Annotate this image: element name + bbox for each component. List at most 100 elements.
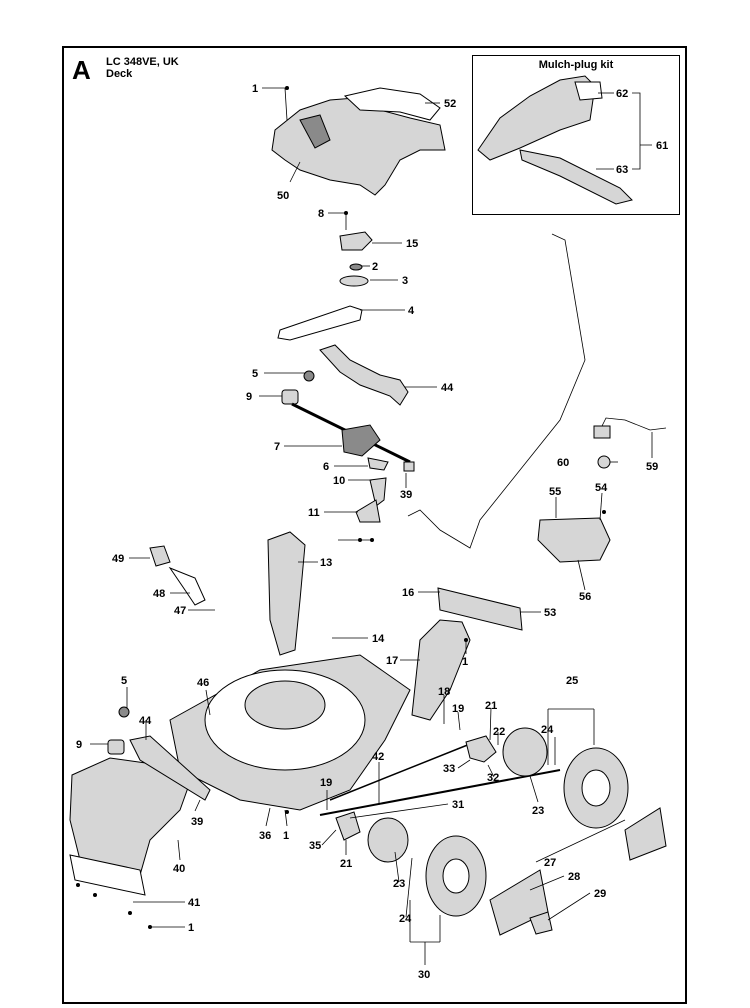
cap-29-part <box>529 911 553 935</box>
callout-label: 56 <box>579 591 591 603</box>
fastener-dots <box>76 86 606 929</box>
bushing-part <box>281 389 299 405</box>
gear-part <box>367 457 389 471</box>
spring-lower-part <box>118 706 130 718</box>
callout-label: 55 <box>549 486 561 498</box>
callout-label: 52 <box>444 98 456 110</box>
callout-label: 5 <box>252 368 258 380</box>
belt-cover-part <box>339 231 373 251</box>
callout-label: 27 <box>544 857 556 869</box>
callout-label: 32 <box>487 772 499 784</box>
callout-label: 41 <box>188 897 200 909</box>
inset-title: Mulch-plug kit <box>538 59 614 71</box>
leader-lines <box>90 87 653 965</box>
callout-label: 39 <box>400 489 412 501</box>
callout-label: 49 <box>112 553 124 565</box>
hub-cap-part <box>624 807 667 861</box>
callout-label: 42 <box>372 751 384 763</box>
callout-label: 28 <box>568 871 580 883</box>
callout-label: 9 <box>246 391 252 403</box>
section-subtitle: Deck <box>106 68 133 80</box>
gear-cover-front-part <box>367 817 409 863</box>
callout-label: 39 <box>191 816 203 828</box>
callout-label: 60 <box>557 457 569 469</box>
callout-label: 21 <box>340 858 352 870</box>
callout-label: 48 <box>153 588 165 600</box>
callout-label: 54 <box>595 482 608 494</box>
callout-label: 59 <box>646 461 658 473</box>
callout-label: 50 <box>277 190 289 202</box>
gear-cover-part <box>502 727 548 777</box>
callout-label: 25 <box>566 675 578 687</box>
callout-label: 1 <box>462 656 468 668</box>
callout-label: 8 <box>318 208 324 220</box>
callout-label: 13 <box>320 557 332 569</box>
bearing-housing-front-part <box>335 811 361 841</box>
rear-axle-bar-part <box>437 587 523 631</box>
mulch-blade-part <box>519 149 633 205</box>
callout-label: 18 <box>438 686 450 698</box>
callout-label: 44 <box>139 715 152 727</box>
model-title: LC 348VE, UK <box>106 56 179 68</box>
callout-label: 36 <box>259 830 271 842</box>
sensor-cable-part <box>599 417 667 431</box>
mulch-plug-part <box>477 75 603 161</box>
right-height-adjuster-part <box>411 619 471 721</box>
lever-part <box>369 477 387 507</box>
top-cover-part <box>271 87 446 196</box>
inset-callout-label: 61 <box>656 140 668 152</box>
section-letter: A <box>72 55 91 85</box>
diagram-frame <box>62 46 687 1004</box>
inset-callout-label: 63 <box>616 164 628 176</box>
callout-label: 29 <box>594 888 606 900</box>
callout-label: 3 <box>402 275 408 287</box>
front-cover-part <box>69 757 191 896</box>
callout-label: 23 <box>393 878 405 890</box>
callout-label: 31 <box>452 799 464 811</box>
callout-label: 53 <box>544 607 556 619</box>
mower-deck-part <box>169 654 411 811</box>
callout-label: 2 <box>372 261 378 273</box>
callout-label: 22 <box>493 726 505 738</box>
callout-label: 7 <box>274 441 280 453</box>
callout-label: 35 <box>309 840 321 852</box>
callout-label: 4 <box>408 305 415 317</box>
pulley-part <box>339 275 369 287</box>
callout-label: 14 <box>372 633 385 645</box>
callout-label: 1 <box>252 83 258 95</box>
gearbox-part <box>341 424 381 457</box>
bushing-lower-part <box>107 739 125 755</box>
bearing-housing-part <box>465 735 497 763</box>
sensor-part <box>593 425 611 439</box>
callout-label: 47 <box>174 605 186 617</box>
battery-holder-part <box>537 517 611 563</box>
callout-label: 23 <box>532 805 544 817</box>
callout-label: 10 <box>333 475 345 487</box>
plug-part <box>597 455 611 469</box>
callout-label: 46 <box>197 677 209 689</box>
control-cable-part <box>407 233 586 549</box>
callout-label: 9 <box>76 739 82 751</box>
rear-axle-part <box>319 769 561 816</box>
callout-label: 11 <box>308 507 320 519</box>
left-height-adjuster-part <box>267 531 306 656</box>
washer-part <box>349 263 363 271</box>
callout-label: 1 <box>283 830 289 842</box>
spring-part <box>303 370 315 382</box>
handle-knob-part <box>149 545 171 567</box>
callout-label: 33 <box>443 763 455 775</box>
rod-part <box>329 743 471 801</box>
callout-labels: 1 52 50 8 15 2 3 4 44 5 9 7 6 39 10 11 4… <box>76 83 668 981</box>
callout-label: 17 <box>386 655 398 667</box>
callout-label: 5 <box>121 675 127 687</box>
callout-label: 19 <box>320 777 332 789</box>
nut-part <box>403 461 415 472</box>
inset-callout-label: 62 <box>616 88 628 100</box>
callout-label: 15 <box>406 238 418 250</box>
callout-label: 21 <box>485 700 497 712</box>
callout-label: 24 <box>541 724 554 736</box>
lever-48-part <box>168 566 206 606</box>
callout-label: 19 <box>452 703 464 715</box>
callout-label: 40 <box>173 863 185 875</box>
bracket-lower-part <box>129 735 211 801</box>
